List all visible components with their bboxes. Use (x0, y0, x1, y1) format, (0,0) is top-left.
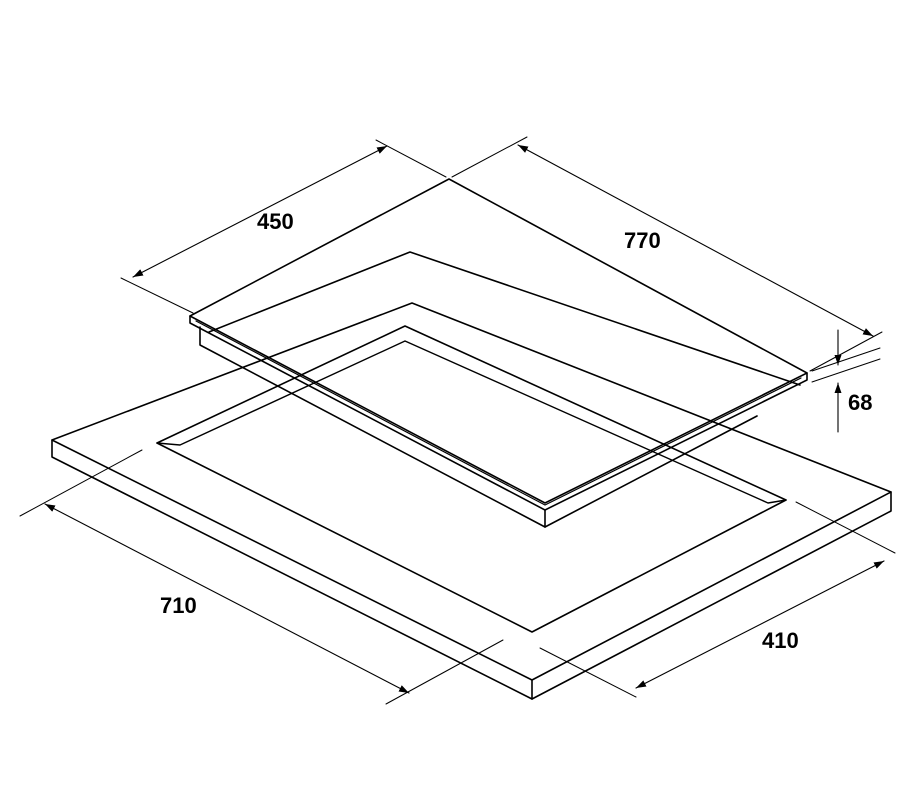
extension-line (385, 639, 504, 705)
extension-line (120, 277, 194, 314)
dimension-cutout-length (19, 449, 504, 705)
dimension-line-410 (635, 560, 885, 689)
cutout-length-label: 710 (160, 593, 197, 618)
worktop-cutout-inner-edge (156, 340, 787, 504)
extension-line (451, 136, 528, 178)
hob-glass-bevel (195, 320, 802, 506)
extension-line (375, 139, 447, 178)
dimension-hob-length (451, 136, 883, 372)
hob-height-label: 68 (848, 390, 873, 415)
extension-line (19, 449, 143, 517)
hob-length-label: 770 (624, 228, 661, 253)
dimension-hob-width (120, 139, 447, 314)
extension-line (811, 358, 881, 383)
dimension-cutout-width (539, 501, 896, 698)
dimension-line-770 (517, 144, 874, 337)
worktop-top-face (51, 302, 892, 681)
dimension-line-710 (44, 503, 410, 694)
hob-width-label: 450 (257, 209, 294, 234)
dimension-hob-height (811, 329, 881, 433)
extension-line (795, 501, 896, 554)
hob-body-back (208, 251, 801, 386)
hob-body-front (199, 326, 546, 528)
hob-body-side (544, 415, 758, 528)
extension-line (539, 647, 637, 698)
cutout-width-label: 410 (762, 628, 799, 653)
worktop-front-face (51, 439, 533, 700)
dimension-line-450 (132, 145, 388, 278)
extension-line (809, 331, 883, 372)
extension-line (811, 347, 881, 372)
